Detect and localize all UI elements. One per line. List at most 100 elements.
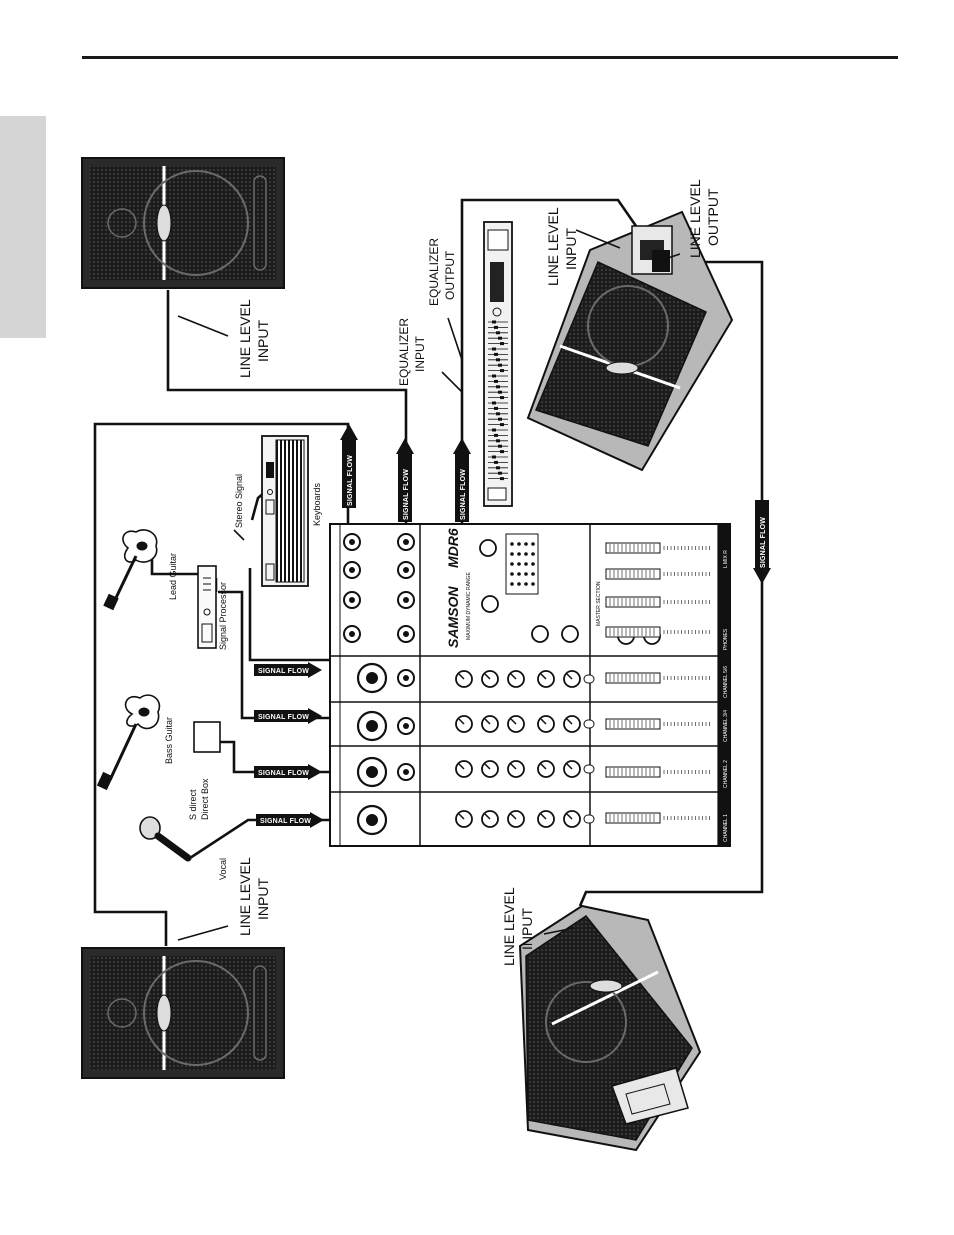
mixer-led	[524, 542, 528, 546]
mixer-led	[510, 552, 514, 556]
line-level-input-monitor-2: INPUT	[519, 908, 535, 950]
mixer-master-knob	[481, 595, 499, 613]
mixer-strip-label: CHANNEL 1	[723, 814, 729, 842]
eq-slider-knob	[500, 450, 504, 454]
leader-lines	[177, 229, 681, 941]
bass-guitar-label: Bass Guitar	[164, 717, 174, 764]
mixer-led	[524, 572, 528, 576]
flow-arrow-down: SIGNAL FLOW	[753, 500, 771, 584]
equalizer-output-2: OUTPUT	[443, 250, 457, 300]
svg-text:SIGNAL FLOW: SIGNAL FLOW	[258, 668, 309, 675]
line-level-input-eq-monitor-2: INPUT	[563, 228, 579, 270]
mixer-knob-pointer	[458, 718, 465, 725]
trs-jack-center	[403, 723, 409, 729]
mixer-strip-label: PHONES	[723, 628, 729, 650]
mixer-knob-pointer	[566, 718, 573, 725]
mixer-pan	[583, 674, 595, 684]
line-level-output-2: OUTPUT	[705, 188, 721, 246]
signal-processor-label: Signal Processor	[218, 582, 228, 650]
mixer-master-knob	[531, 625, 549, 643]
mixer-pan	[583, 814, 595, 824]
mixer-knob-pointer	[458, 763, 465, 770]
eq-slider-knob	[492, 374, 496, 378]
eq-slider-knob	[496, 385, 500, 389]
signal-processor	[197, 565, 217, 649]
mixer-knob-pointer	[566, 813, 573, 820]
eq-slider-knob	[498, 336, 502, 340]
trs-jack-center	[349, 631, 355, 637]
eq-slider-knob	[492, 320, 496, 324]
flow-arrow-right-4: SIGNAL FLOW	[256, 812, 324, 828]
svg-text:SIGNAL FLOW: SIGNAL FLOW	[760, 517, 767, 568]
eq-slider-knob	[492, 455, 496, 459]
flow-arrow-up-2: SIGNAL FLOW	[396, 438, 414, 522]
mixer-master-knob	[479, 539, 497, 557]
stage-monitor-bottom	[518, 904, 702, 1152]
line-level-input-monitor-1: LINE LEVEL	[501, 887, 517, 966]
mixer-led	[510, 582, 514, 586]
callout-labels: LINE LEVEL INPUT LINE LEVEL INPUT LINE L…	[164, 179, 721, 966]
microphone-icon	[139, 816, 192, 862]
mixer-strip-label: CHANNEL 2	[723, 760, 729, 788]
eq-slider-knob	[494, 352, 498, 356]
mixer-led	[524, 552, 528, 556]
main-speaker-bottom	[81, 947, 285, 1079]
section-tab	[0, 116, 46, 338]
mixer-led	[517, 552, 521, 556]
flow-arrow-up-1: SIGNAL FLOW	[340, 424, 358, 508]
eq-slider-knob	[498, 417, 502, 421]
eq-slider-knob	[498, 363, 502, 367]
mixer-led	[531, 572, 535, 576]
eq-slider-knob	[496, 331, 500, 335]
eq-slider-knob	[494, 406, 498, 410]
eq-slider-knob	[498, 471, 502, 475]
eq-slider-knob	[496, 358, 500, 362]
keyboard	[261, 435, 309, 587]
trs-jack-center	[349, 539, 355, 545]
eq-slider-knob	[494, 379, 498, 383]
eq-slider-knob	[500, 396, 504, 400]
mixer-knob-pointer	[510, 763, 517, 770]
mixer-mix-label: L MIX R	[723, 550, 729, 568]
eq-slider-knob	[496, 439, 500, 443]
flow-arrow-up-3: SIGNAL FLOW	[453, 438, 471, 522]
mixer-fader-track	[605, 812, 661, 824]
mixer-knob-pointer	[510, 673, 517, 680]
svg-text:SIGNAL FLOW: SIGNAL FLOW	[258, 770, 309, 777]
xlr-jack-center	[366, 720, 378, 732]
mixer-led	[531, 552, 535, 556]
trs-jack-center	[403, 675, 409, 681]
trs-jack-center	[403, 769, 409, 775]
mixer-knob-pointer	[484, 718, 491, 725]
graphic-equalizer	[483, 221, 513, 507]
xlr-jack-center	[366, 766, 378, 778]
mixer-led	[531, 582, 535, 586]
flow-arrow-right-2: SIGNAL FLOW	[254, 708, 322, 724]
direct-box	[193, 721, 221, 753]
svg-text:SIGNAL FLOW: SIGNAL FLOW	[347, 455, 354, 506]
eq-slider-knob	[500, 477, 504, 481]
xlr-jack-center	[366, 814, 378, 826]
trs-jack-center	[349, 567, 355, 573]
xlr-jack-center	[366, 672, 378, 684]
eq-slider-knob	[492, 401, 496, 405]
line-level-input-bottom-1: LINE LEVEL	[237, 857, 253, 936]
mixer-knob-pointer	[510, 813, 517, 820]
mixer-knob-pointer	[566, 763, 573, 770]
stereo-signal-label: Stereo Signal	[234, 474, 244, 528]
mixer-knob-pointer	[510, 718, 517, 725]
svg-text:SIGNAL FLOW: SIGNAL FLOW	[403, 469, 410, 520]
line-level-input-eq-monitor-1: LINE LEVEL	[545, 207, 561, 286]
eq-slider-knob	[498, 390, 502, 394]
mixer-knob-pointer	[540, 718, 547, 725]
svg-text:SIGNAL FLOW: SIGNAL FLOW	[258, 714, 309, 721]
mixer-knob-pointer	[540, 763, 547, 770]
main-speaker-top	[81, 157, 285, 289]
mixer-led	[531, 562, 535, 566]
mixer-pan	[583, 719, 595, 729]
mixer-knob-pointer	[458, 813, 465, 820]
mixer-fader-track	[605, 596, 661, 608]
svg-text:SIGNAL FLOW: SIGNAL FLOW	[260, 818, 311, 825]
mixer-master-knob	[561, 625, 579, 643]
